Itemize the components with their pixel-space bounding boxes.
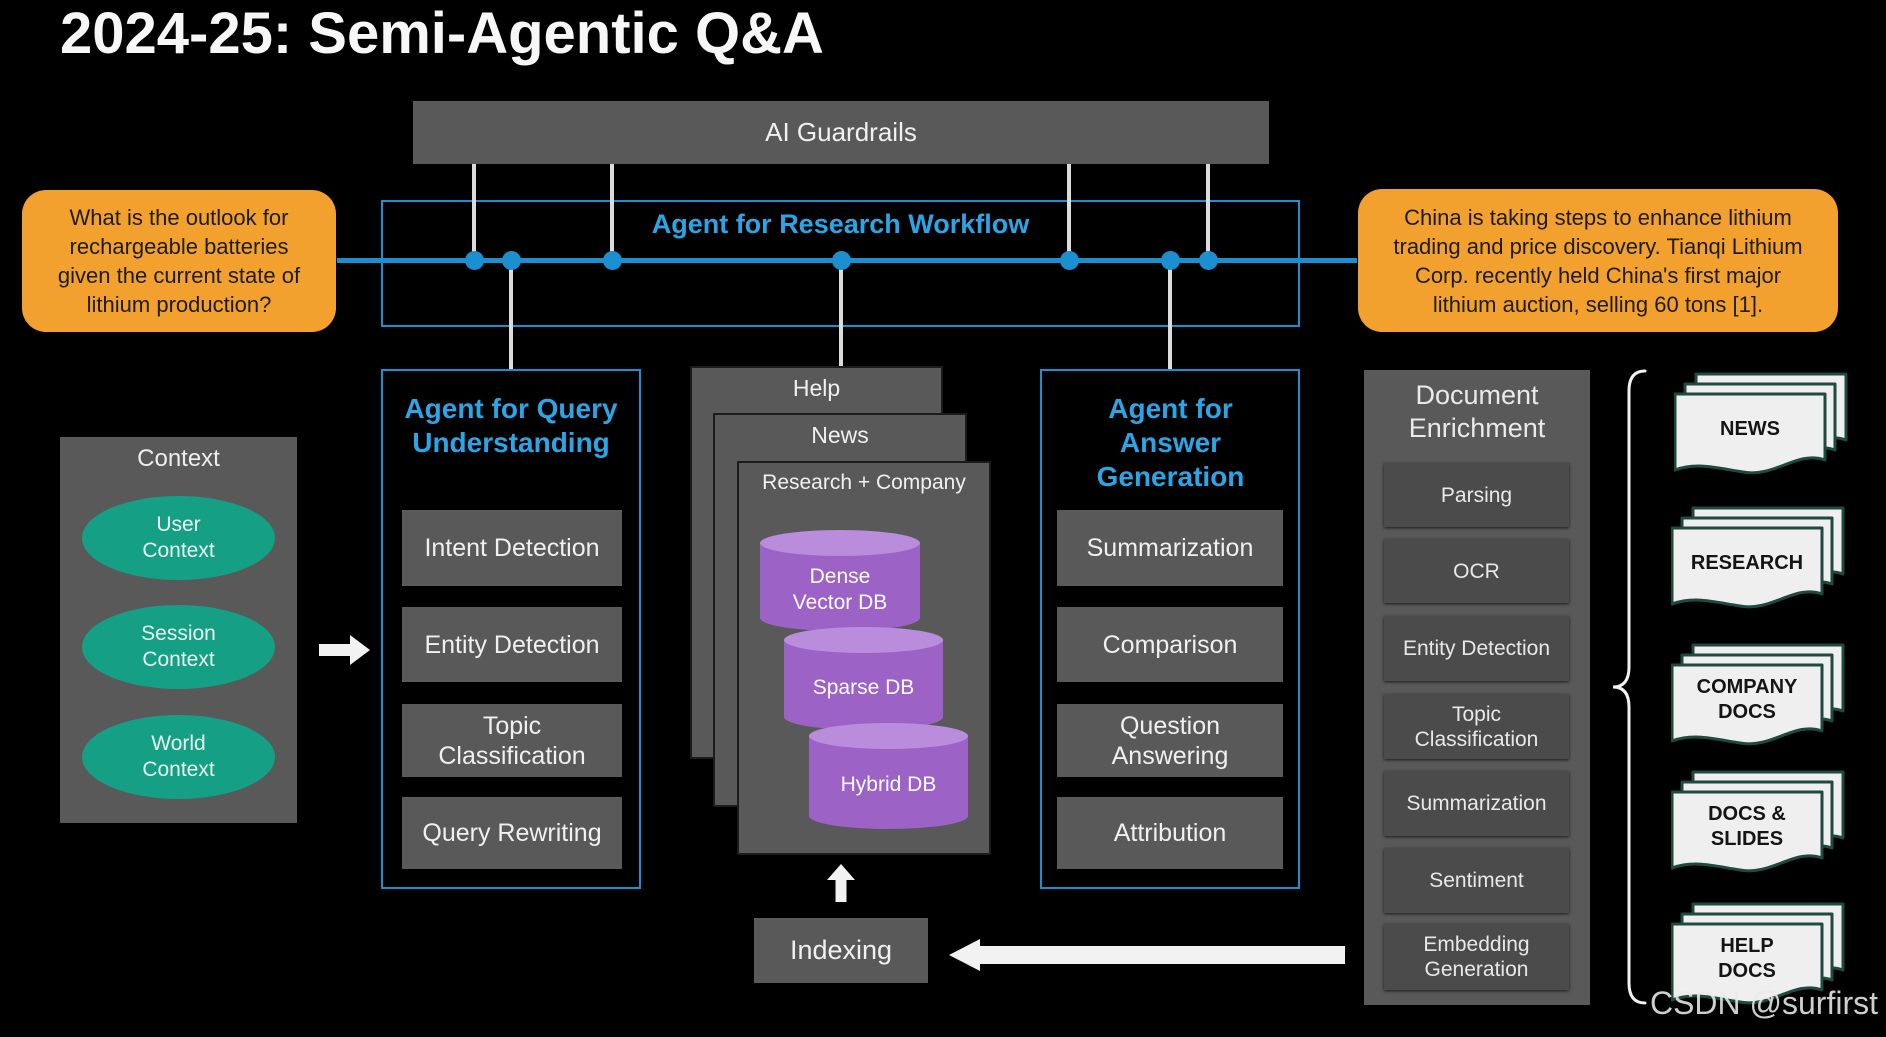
guardrail-connector-line — [472, 164, 476, 261]
context-title: Context — [137, 445, 220, 472]
query-agent-title: Agent for Query Understanding — [404, 393, 618, 458]
db-label: Hybrid DB — [840, 773, 937, 796]
answer-agent-connector-line — [1168, 263, 1172, 369]
db-label: Sparse DB — [812, 675, 915, 699]
parsing-step: Parsing — [1384, 463, 1569, 527]
slide-title: 2024-25: Semi-Agentic Q&A — [60, 1, 824, 66]
document-stack-pages — [1671, 770, 1845, 873]
document-type-label: COMPANY DOCS — [1696, 676, 1798, 723]
entity-detection-step: Entity Detection — [402, 607, 622, 682]
question-text: What is the outlook for rechargeable bat… — [57, 205, 301, 317]
question-bubble: What is the outlook for rechargeable bat… — [22, 190, 336, 332]
attribution-step: Attribution — [1057, 797, 1283, 869]
document-stack-pages — [1671, 643, 1845, 746]
connector-dot — [501, 251, 521, 270]
page-label: Research + Company — [762, 471, 966, 494]
arrow-left-icon — [949, 939, 1345, 971]
document-type-label: HELP DOCS — [1718, 935, 1776, 982]
topic-classification-step: Topic Classification — [1384, 694, 1569, 759]
query-agent-connector-line — [509, 263, 513, 369]
page-label: News — [811, 422, 869, 448]
user-context: User Context — [82, 496, 275, 580]
document-stack-pages — [1674, 372, 1848, 475]
entity-detection-step: Entity Detection — [1384, 616, 1569, 681]
intent-detection-step: Intent Detection — [402, 510, 622, 586]
connector-dot — [1059, 251, 1079, 270]
session-context: Session Context — [82, 605, 275, 689]
summarization-step: Summarization — [1384, 771, 1569, 836]
docs-slides-document-stack: DOCS & SLIDES — [1671, 770, 1846, 874]
guardrail-connector-line — [610, 164, 614, 261]
dense-vector-db: Dense Vector DB — [760, 530, 920, 631]
ai-guardrails-bar: AI Guardrails — [413, 101, 1269, 164]
sources-connector-line — [839, 263, 843, 366]
document-type-label: RESEARCH — [1690, 551, 1804, 574]
document-stack-pages — [1671, 506, 1845, 609]
news-document-stack: NEWS — [1674, 372, 1849, 476]
arrow-right-icon — [319, 635, 370, 665]
context-item-label: User Context — [142, 513, 215, 562]
page-label: Help — [792, 375, 841, 401]
answer-bubble: China is taking steps to enhance lithium… — [1358, 189, 1838, 332]
connector-dot — [831, 251, 851, 270]
answer-text: China is taking steps to enhance lithium… — [1393, 204, 1803, 317]
connector-dot — [602, 251, 622, 270]
indexing-box: Indexing — [754, 918, 928, 983]
connector-dot — [1160, 251, 1180, 270]
guardrail-connector-line — [1067, 164, 1071, 261]
comparison-step: Comparison — [1057, 607, 1283, 682]
summarization-step: Summarization — [1057, 510, 1283, 586]
company-docs-document-stack: COMPANY DOCS — [1671, 643, 1846, 747]
connector-dot — [464, 251, 484, 270]
query-agent-frame — [381, 369, 641, 889]
embedding-generation-step: Embedding Generation — [1384, 924, 1569, 990]
question-answering-step: Question Answering — [1057, 704, 1283, 777]
sparse-db: Sparse DB — [784, 627, 943, 730]
help-docs-document-stack: HELP DOCS — [1671, 902, 1846, 1006]
research-workflow-title: Agent for Research Workflow — [651, 209, 1030, 239]
answer-agent-title: Agent for Answer Generation — [1096, 393, 1245, 492]
ocr-step: OCR — [1384, 539, 1569, 603]
document-type-label: DOCS & SLIDES — [1708, 803, 1786, 850]
hybrid-db: Hybrid DB — [809, 723, 968, 829]
research-document-stack: RESEARCH — [1671, 506, 1846, 610]
topic-classification-step: Topic Classification — [402, 704, 622, 777]
curly-brace-icon — [1612, 369, 1647, 1005]
world-context: World Context — [82, 715, 275, 799]
guardrail-connector-line — [1206, 164, 1210, 261]
query-rewriting-step: Query Rewriting — [402, 797, 622, 869]
document-type-label: NEWS — [1720, 417, 1780, 440]
document-enrichment-title: Document Enrichment — [1408, 380, 1546, 443]
document-stack-pages — [1671, 902, 1845, 1005]
watermark: CSDN @surfirst — [1649, 985, 1878, 1021]
sentiment-step: Sentiment — [1384, 848, 1569, 913]
answer-agent-frame — [1040, 369, 1300, 889]
connector-dot — [1198, 251, 1218, 270]
context-item-label: Session Context — [141, 622, 216, 671]
context-item-label: World Context — [142, 732, 215, 781]
db-label: Dense Vector DB — [792, 564, 888, 614]
arrow-up-icon — [827, 864, 855, 902]
